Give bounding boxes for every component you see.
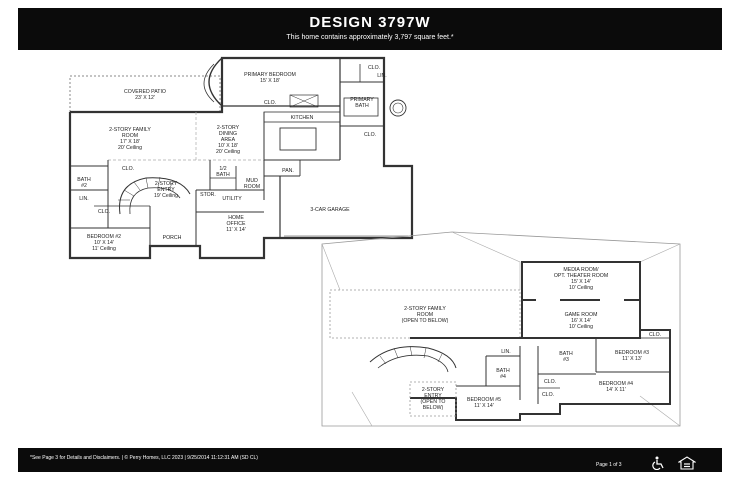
kitchen-label: KITCHEN	[291, 115, 314, 121]
first-floor-outer-wall	[68, 56, 414, 260]
page-header: DESIGN 3797W This home contains approxim…	[18, 8, 722, 50]
disclaimer-text: *See Page 3 for Details and Disclaimers.…	[30, 455, 258, 461]
bath3-label: BATH#3	[559, 351, 573, 363]
page-footer: *See Page 3 for Details and Disclaimers.…	[18, 448, 722, 472]
design-title: DESIGN 3797W	[309, 14, 431, 31]
closet-left-label: CLO.	[98, 209, 110, 215]
square-footage-note: This home contains approximately 3,797 s…	[286, 34, 454, 41]
bath2-label: BATH#2	[77, 177, 91, 189]
equal-housing-icon	[678, 456, 696, 470]
linen-top-label: LIN.	[377, 73, 387, 79]
closet-entry-label: CLO.	[122, 166, 134, 172]
roof-outline	[321, 231, 681, 427]
utility-label: UTILITY	[222, 196, 242, 202]
garage-label: 3-CAR GARAGE	[310, 207, 350, 213]
closet-bottom-label: CLO.	[542, 392, 554, 398]
second-floor-plan	[321, 231, 681, 427]
porch-label: PORCH	[163, 235, 182, 241]
second-floor-stair	[369, 346, 457, 369]
second-floor-outer-wall	[410, 329, 671, 421]
storage-label: STOR.	[200, 192, 216, 198]
closet-bath-label: CLO.	[364, 132, 376, 138]
page-number: Page 1 of 3	[596, 462, 622, 468]
linen-left-label: LIN.	[79, 196, 89, 202]
closet-hall-label: CLO.	[264, 100, 276, 106]
closet-top-right-label: CLO.	[649, 332, 661, 338]
accessibility-icon	[652, 456, 664, 470]
bath4-label: BATH#4	[496, 368, 510, 380]
primary-bedroom-bay	[208, 57, 223, 107]
closet-mid-label: CLO.	[544, 379, 556, 385]
linen-label: LIN.	[501, 349, 511, 355]
closet-top-label: CLO.	[368, 65, 380, 71]
first-floor-plan	[68, 56, 414, 260]
pantry-label: PAN.	[282, 168, 294, 174]
